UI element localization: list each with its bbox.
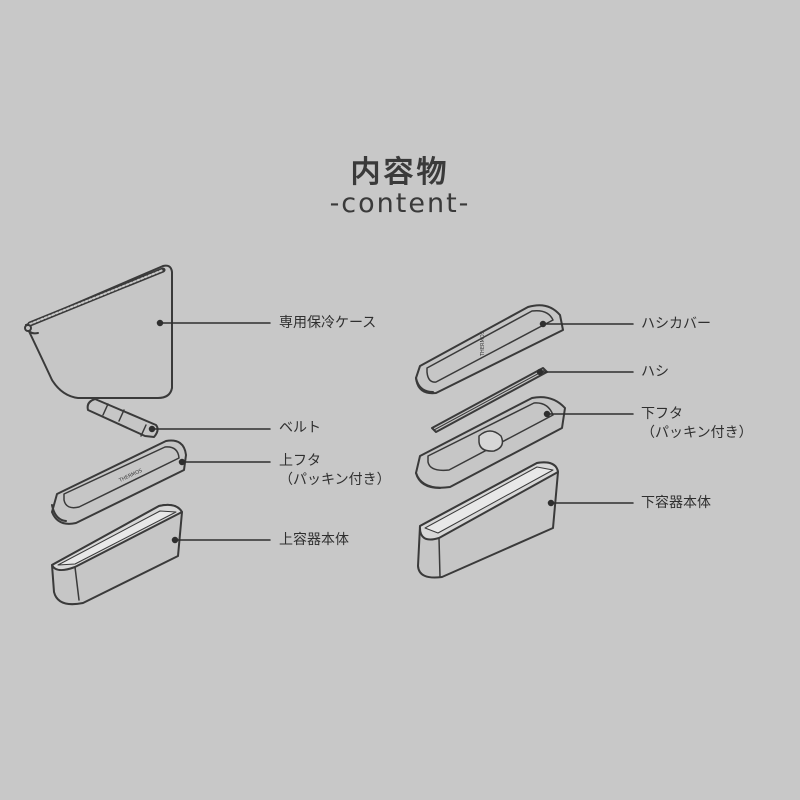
lower-lid: [415, 396, 566, 489]
page-title: 内容物: [350, 155, 450, 190]
label-lower-container: 下容器本体: [641, 495, 711, 511]
label-lower-lid: 下フタ （パッキン付き）: [641, 405, 753, 443]
insulated-case: [24, 264, 173, 399]
label-upper-lid: 上フタ （パッキン付き）: [279, 452, 391, 490]
chopstick-cover: THERMOS: [415, 304, 564, 395]
belt: [86, 398, 159, 438]
label-upper-lid-line1: 上フタ: [279, 453, 321, 469]
lower-container: [417, 461, 559, 579]
leader-dot-chopsticks: [536, 368, 544, 376]
upper-container: [51, 503, 183, 606]
leader-dot-upper-lid: [178, 458, 186, 466]
label-belt: ベルト: [279, 420, 321, 436]
label-case: 専用保冷ケース: [279, 315, 377, 331]
leader-dot-lower-container: [547, 499, 555, 507]
page-subtitle: -content-: [329, 188, 471, 219]
leader-dot-chopstick-cover: [539, 320, 547, 328]
upper-lid: THERMOS: [51, 439, 187, 525]
cover-brand-mark: THERMOS: [480, 331, 486, 357]
leader-dot-lower-lid: [543, 410, 551, 418]
case-zipper-pull: [24, 324, 32, 332]
label-lower-lid-line1: 下フタ: [641, 406, 683, 422]
leader-dot-belt: [148, 425, 156, 433]
leader-dot-upper-container: [171, 536, 179, 544]
label-chopstick-cover: ハシカバー: [641, 316, 711, 332]
label-upper-lid-line2: （パッキン付き）: [279, 472, 391, 488]
label-chopsticks: ハシ: [641, 364, 669, 380]
label-upper-container: 上容器本体: [279, 532, 349, 548]
leader-dot-case: [156, 319, 164, 327]
leader-lines: [148, 319, 634, 544]
label-lower-lid-line2: （パッキン付き）: [641, 425, 753, 441]
